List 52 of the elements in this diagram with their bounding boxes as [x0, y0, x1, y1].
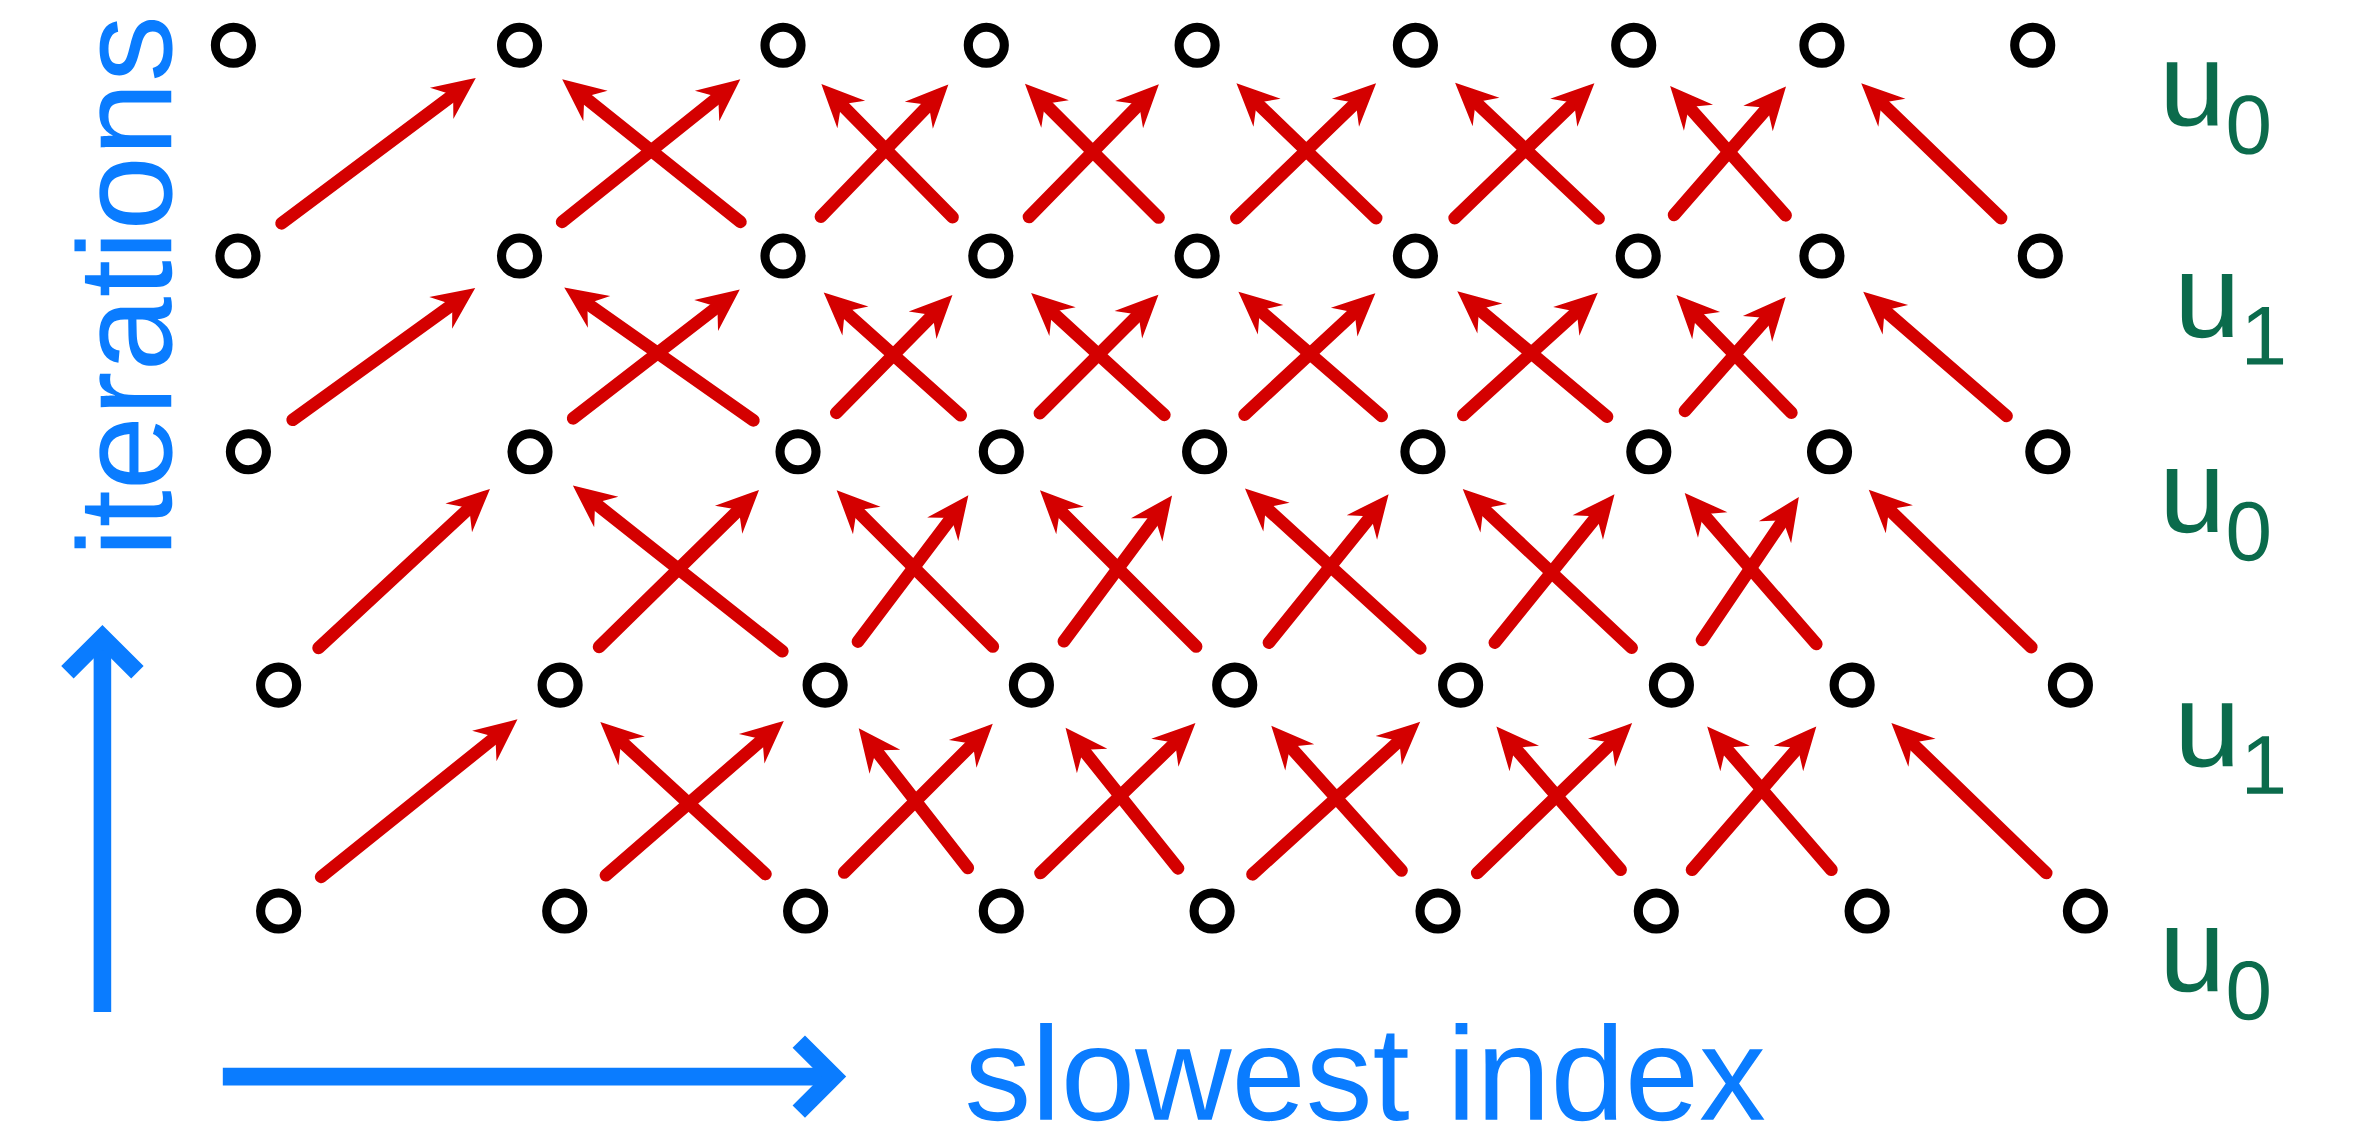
- circle: [775, 429, 821, 475]
- circle: [256, 888, 302, 934]
- circle: [225, 429, 271, 475]
- circle: [2010, 22, 2056, 68]
- circle: [760, 233, 806, 279]
- circle: [783, 888, 829, 934]
- circle: [1400, 429, 1446, 475]
- circle: [1392, 233, 1438, 279]
- row-label: u$_{1}$: [2181, 703, 2284, 794]
- circle: [210, 22, 256, 68]
- circle: [1799, 22, 1845, 68]
- circle: [2025, 429, 2071, 475]
- circle: [802, 662, 848, 708]
- circle: [1844, 888, 1890, 934]
- circle: [1799, 233, 1845, 279]
- axis-label: slowest index: [968, 1023, 1765, 1122]
- circle: [1615, 233, 1661, 279]
- circle: [256, 662, 302, 708]
- circle: [968, 233, 1014, 279]
- circle: [215, 233, 261, 279]
- row-label: u$_{0}$: [2166, 468, 2269, 562]
- circle: [1626, 429, 1672, 475]
- circle: [760, 22, 806, 68]
- circle: [978, 429, 1024, 475]
- circle: [537, 662, 583, 708]
- circle: [2017, 233, 2063, 279]
- circle: [1182, 429, 1228, 475]
- circle: [2062, 888, 2108, 934]
- circle: [963, 22, 1009, 68]
- circle: [1806, 429, 1853, 475]
- circle: [1415, 888, 1461, 934]
- circle: [2047, 662, 2093, 708]
- circle: [1633, 888, 1679, 934]
- circle: [1174, 22, 1220, 68]
- circle: [496, 22, 543, 68]
- circle: [1611, 22, 1657, 68]
- row-label: u$_{0}$: [2166, 62, 2269, 155]
- circle: [1174, 233, 1220, 279]
- circle: [542, 888, 588, 934]
- circle: [496, 233, 543, 279]
- row-label: u$_{1}$: [2181, 273, 2284, 365]
- circle: [507, 429, 553, 475]
- row-label: u$_{0}$: [2166, 928, 2269, 1021]
- circle: [1392, 22, 1438, 68]
- circle: [1829, 662, 1875, 708]
- circle: [1212, 662, 1258, 708]
- circle: [1648, 662, 1694, 708]
- circle: [1189, 888, 1235, 934]
- axis-label: iterations: [74, 20, 173, 549]
- circle: [1008, 662, 1054, 708]
- circle: [1438, 662, 1484, 708]
- circle: [978, 888, 1024, 934]
